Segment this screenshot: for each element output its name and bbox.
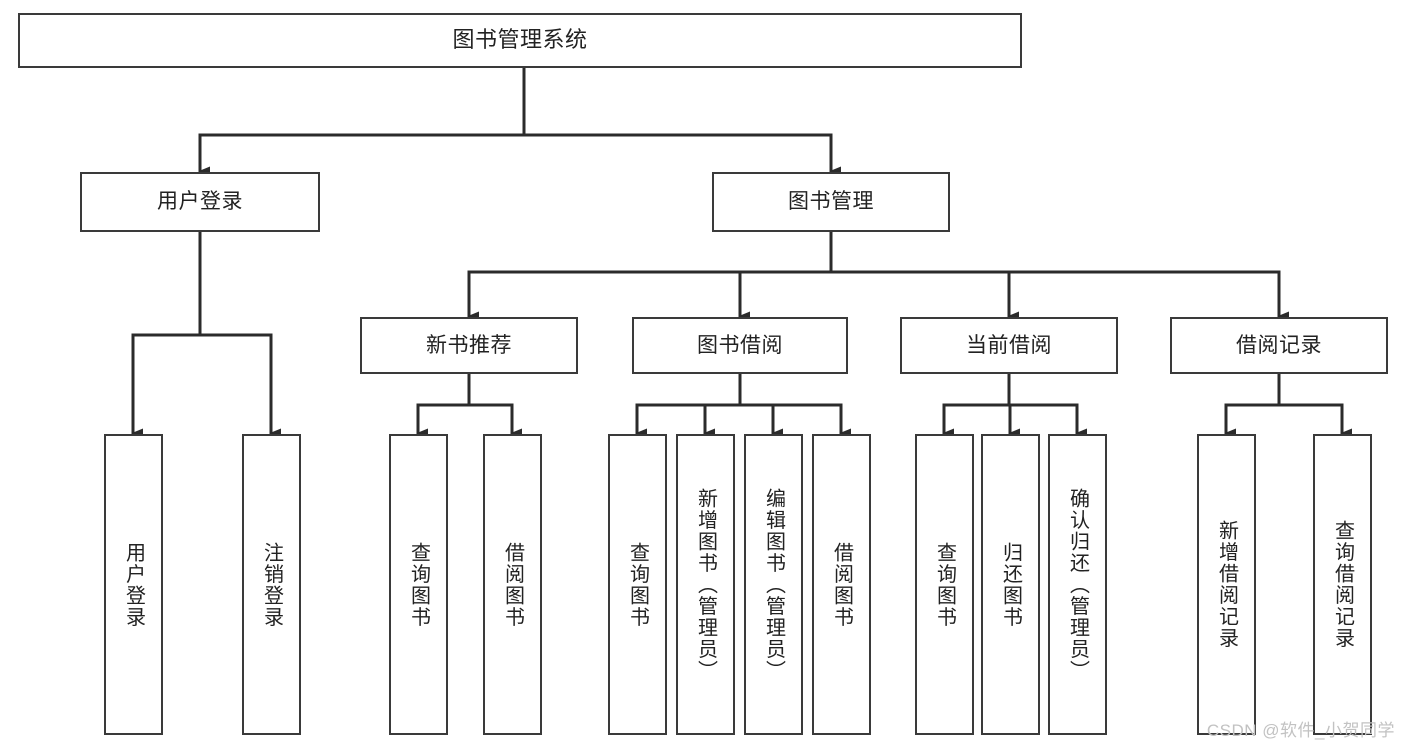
node-user-login-label: 用户登录 bbox=[157, 190, 243, 214]
node-leaf-user-logout[interactable]: 注销登录 bbox=[242, 434, 301, 735]
node-new-book-recommend-label: 新书推荐 bbox=[426, 333, 512, 357]
node-leaf-query-book-borrow-label: 查询图书 bbox=[626, 541, 649, 628]
node-leaf-confirm-return-admin-label: 确认归还（管理员） bbox=[1066, 487, 1089, 682]
node-book-borrow-label: 图书借阅 bbox=[697, 333, 783, 357]
node-new-book-recommend[interactable]: 新书推荐 bbox=[360, 317, 578, 374]
node-leaf-borrow-book-label: 借阅图书 bbox=[830, 541, 853, 628]
node-book-borrow[interactable]: 图书借阅 bbox=[632, 317, 848, 374]
node-leaf-add-borrow-record[interactable]: 新增借阅记录 bbox=[1197, 434, 1256, 735]
node-leaf-borrow-book-recommend-label: 借阅图书 bbox=[501, 541, 524, 628]
node-leaf-return-book[interactable]: 归还图书 bbox=[981, 434, 1040, 735]
node-leaf-add-book-admin-label: 新增图书（管理员） bbox=[694, 487, 717, 682]
node-leaf-query-book-recommend[interactable]: 查询图书 bbox=[389, 434, 448, 735]
node-leaf-add-borrow-record-label: 新增借阅记录 bbox=[1215, 520, 1238, 649]
node-leaf-query-book-borrow[interactable]: 查询图书 bbox=[608, 434, 667, 735]
connector-lines bbox=[131, 66, 1352, 438]
node-borrow-record[interactable]: 借阅记录 bbox=[1170, 317, 1388, 374]
node-book-management-label: 图书管理 bbox=[788, 190, 874, 214]
node-root-book-management-system[interactable]: 图书管理系统 bbox=[18, 13, 1022, 68]
node-leaf-query-book-current-label: 查询图书 bbox=[933, 541, 956, 628]
node-leaf-query-book-current[interactable]: 查询图书 bbox=[915, 434, 974, 735]
node-root-label: 图书管理系统 bbox=[452, 27, 588, 53]
node-leaf-borrow-book[interactable]: 借阅图书 bbox=[812, 434, 871, 735]
node-current-borrow-label: 当前借阅 bbox=[966, 333, 1052, 357]
node-leaf-edit-book-admin-label: 编辑图书（管理员） bbox=[762, 487, 785, 682]
node-leaf-confirm-return-admin[interactable]: 确认归还（管理员） bbox=[1048, 434, 1107, 735]
node-leaf-user-logout-label: 注销登录 bbox=[260, 541, 283, 628]
node-leaf-borrow-book-recommend[interactable]: 借阅图书 bbox=[483, 434, 542, 735]
node-user-login[interactable]: 用户登录 bbox=[80, 172, 320, 232]
node-leaf-return-book-label: 归还图书 bbox=[999, 541, 1022, 628]
node-leaf-add-book-admin[interactable]: 新增图书（管理员） bbox=[676, 434, 735, 735]
node-current-borrow[interactable]: 当前借阅 bbox=[900, 317, 1118, 374]
node-leaf-query-borrow-record[interactable]: 查询借阅记录 bbox=[1313, 434, 1372, 735]
node-book-management[interactable]: 图书管理 bbox=[712, 172, 950, 232]
node-borrow-record-label: 借阅记录 bbox=[1236, 333, 1322, 357]
node-leaf-query-book-recommend-label: 查询图书 bbox=[407, 541, 430, 628]
node-leaf-query-borrow-record-label: 查询借阅记录 bbox=[1331, 520, 1354, 649]
node-leaf-edit-book-admin[interactable]: 编辑图书（管理员） bbox=[744, 434, 803, 735]
node-leaf-user-login-label: 用户登录 bbox=[122, 541, 145, 628]
node-leaf-user-login[interactable]: 用户登录 bbox=[104, 434, 163, 735]
